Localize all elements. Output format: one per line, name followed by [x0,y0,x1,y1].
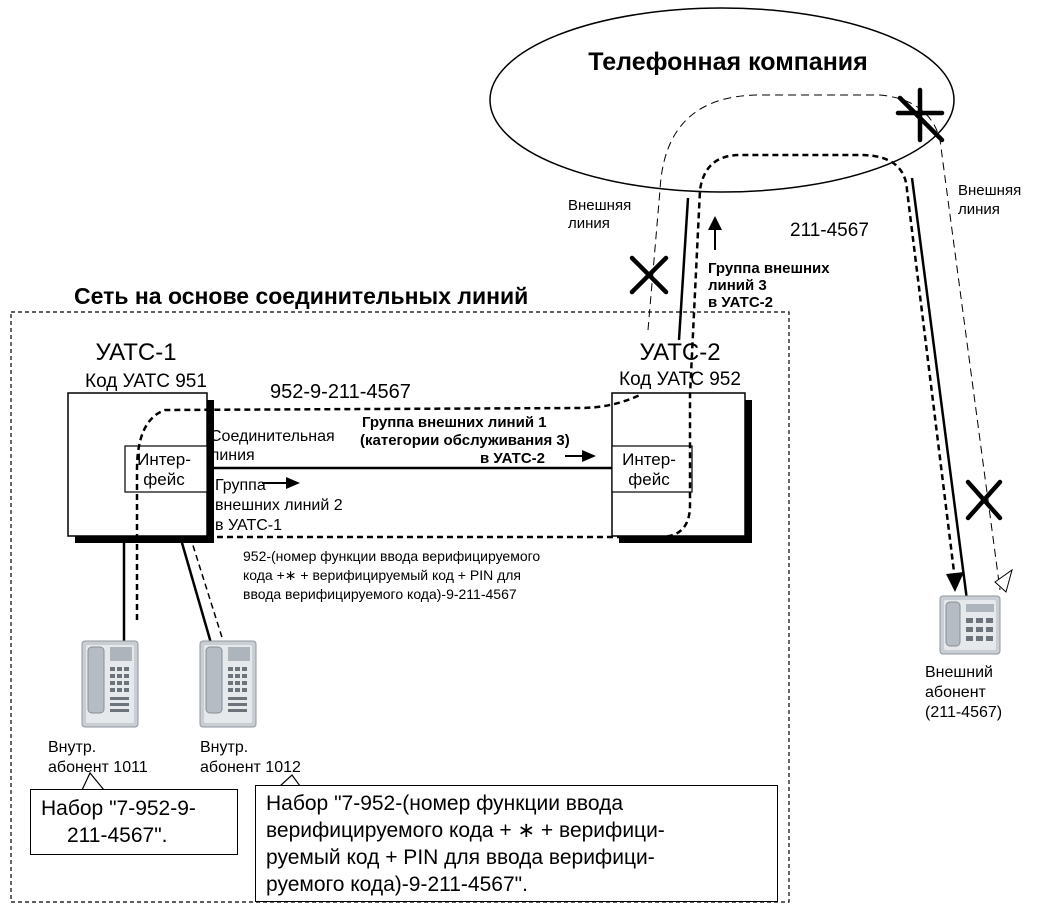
tie-line-l1: Соединительная [210,428,335,445]
x-mark-icon [965,479,1003,521]
phone-icon [199,640,257,728]
arrow-icon [582,450,596,462]
group2-l1: Группа [215,477,266,494]
dial2-l3: руемый код + PIN для ввода верифици- [266,846,655,869]
phone-icon [939,595,1001,655]
arrow-icon [946,572,964,592]
outside-l3: (211-4567) [925,704,1002,721]
group1-l3: в УАТС-2 [480,450,545,467]
pbx1-name: УАТС-1 [95,339,176,366]
pbx1-interface-l1: Интер- [137,450,191,469]
x-mark-icon [629,255,669,295]
pbx1-interface-l2: фейс [143,470,185,489]
telco-label: Телефонная компания [588,48,868,76]
pbx2-name: УАТС-2 [639,339,720,366]
outside-l1: Внешний [925,664,993,681]
outside-l2: абонент [925,684,987,701]
network-title: Сеть на основе соединительных линий [74,283,528,309]
verify-note-l3: ввода верифицируемого кода)-9-211-4567 [243,586,517,602]
dial2-l4: руемого кода)-9-211-4567". [266,873,528,896]
dial-callout-1011: Набор "7-952-9- 211-4567". [30,789,238,855]
group2-l2: внешних линий 2 [215,497,343,514]
pbx2-interface-l1: Интер- [622,450,676,469]
group2-l3: в УАТС-1 [215,517,282,534]
call-route-dashed [135,393,641,620]
dial1-l2: 211-4567". [67,824,168,847]
ext1011-l2: абонент 1011 [48,759,148,776]
dial-callout-1012: Набор "7-952-(номер функции ввода верифи… [255,785,778,902]
group3-l3: в УАТС-2 [708,294,773,311]
telco-cloud [489,7,955,193]
ext-line-right-l2: линия [958,201,1000,218]
blocked-route-dashed [647,94,1001,591]
ext-line-right [910,177,969,601]
group3-l2: линий 3 [708,277,767,294]
number-211: 211-4567 [790,220,869,241]
network-boundary [10,311,790,903]
group3-l1: Группа внешних [708,260,830,277]
verify-note-l2: кода +∗ + верифицируемый код + PIN для [243,567,521,583]
verify-note-l1: 952-(номер функции ввода верифицируемого [243,548,540,564]
ext-line-left-l1: Внешняя [568,197,631,214]
pbx1-code: Код УАТС 951 [85,371,207,392]
route-number-top: 952-9-211-4567 [270,381,411,403]
ext1012-l2: абонент 1012 [200,759,301,776]
tie-line-l2: линия [210,447,255,464]
phone-icon [81,640,139,728]
group1-l2: (категории обслуживания 3) [360,432,570,449]
dial2-l1: Набор "7-952-(номер функции ввода [266,792,623,815]
pbx2-code: Код УАТС 952 [619,369,741,390]
ext-line-left-l2: линия [568,215,610,232]
arrow-icon [708,216,722,230]
x-mark-icon [895,87,945,143]
ext1012-l1: Внутр. [200,739,248,756]
dial2-l2: верифицируемого кода + ∗ + верифици- [266,819,665,842]
ext1011-l1: Внутр. [48,739,96,756]
pbx2-interface-l2: фейс [628,470,670,489]
ext-line-left [677,197,690,341]
group1-l1: Группа внешних линий 1 [362,414,547,431]
arrow-icon [286,477,300,489]
dial1-l1: Набор "7-952-9- [41,797,196,820]
ext-line-right-l1: Внешняя [958,182,1021,199]
pbx1-interface [124,445,208,493]
